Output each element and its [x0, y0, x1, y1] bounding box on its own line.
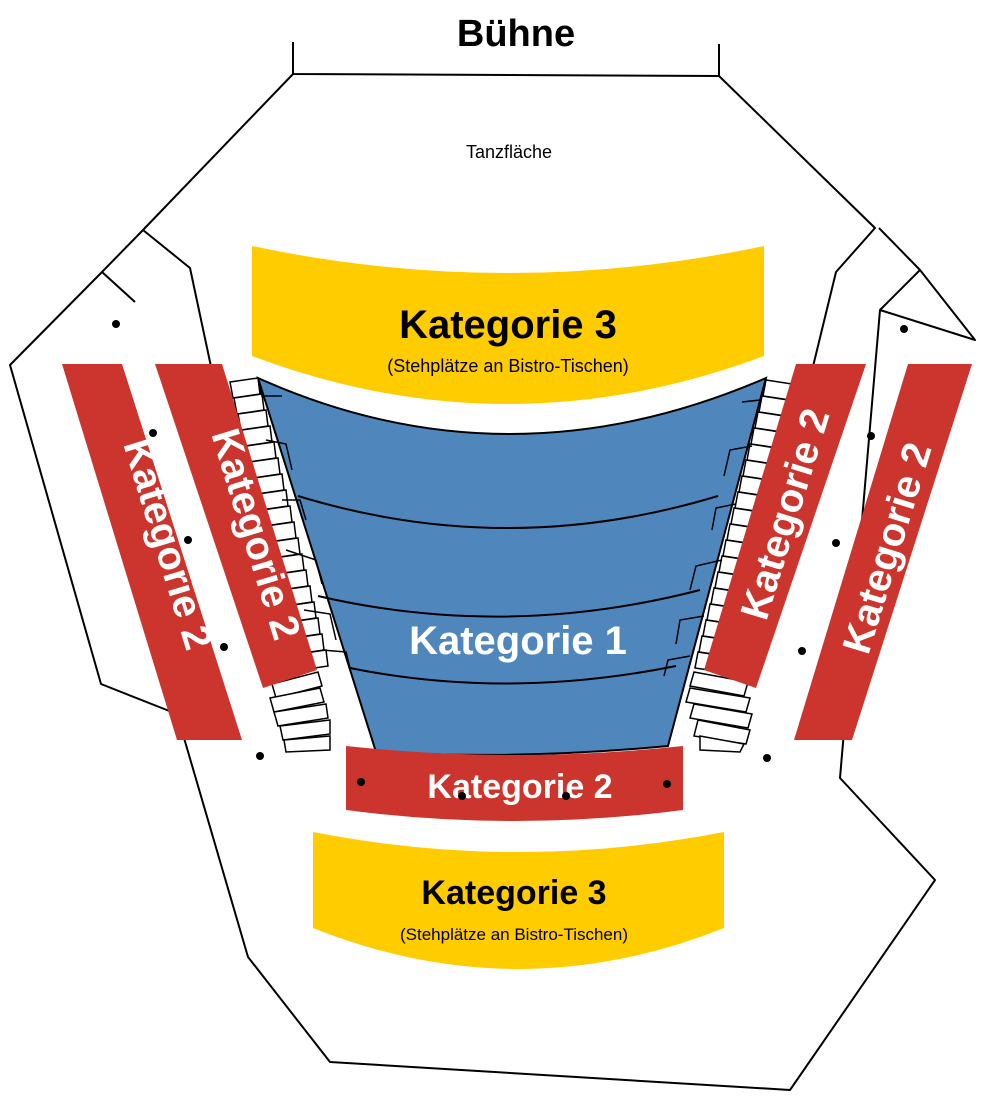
- section-cat3-front[interactable]: Kategorie 3 (Stehplätze an Bistro-Tische…: [252, 246, 764, 404]
- pillar-dot: [357, 778, 365, 786]
- cat3-front-label: Kategorie 3: [399, 303, 617, 347]
- cat2-rear-shape[interactable]: [346, 746, 683, 821]
- pillar-dot: [562, 792, 570, 800]
- pillar-dot: [458, 792, 466, 800]
- pillar-dot: [149, 429, 157, 437]
- cat2-right-inner-shape[interactable]: [704, 364, 866, 688]
- section-cat3-rear[interactable]: Kategorie 3 (Stehplätze an Bistro-Tische…: [313, 832, 724, 969]
- right-box-connectors: [663, 377, 767, 677]
- cat1-center-label: Kategorie 1: [409, 619, 627, 663]
- cat2-right-outer-shape[interactable]: [794, 364, 972, 740]
- cat3-rear-label: Kategorie 3: [421, 874, 606, 912]
- stage: [292, 42, 720, 78]
- left-box-connectors: [257, 377, 351, 669]
- cat2-left-outer-shape[interactable]: [62, 364, 242, 740]
- cat3-rear-note: (Stehplätze an Bistro-Tischen): [400, 925, 628, 944]
- pillar-dot: [900, 325, 908, 333]
- cat3-rear-shape[interactable]: [313, 832, 724, 969]
- pillar-dot: [256, 752, 264, 760]
- section-cat1-center[interactable]: Kategorie 1: [256, 376, 768, 756]
- pillar-dot: [832, 539, 840, 547]
- pillar-dot: [220, 643, 228, 651]
- cat3-front-note: (Stehplätze an Bistro-Tischen): [387, 356, 628, 376]
- cat1-row-dividers: [297, 495, 719, 685]
- pillar-dot: [184, 536, 192, 544]
- stage-label: Bühne: [457, 13, 575, 55]
- cat2-left-inner-shape[interactable]: [155, 364, 317, 688]
- pillar-dot: [763, 754, 771, 762]
- pillar-dot: [798, 647, 806, 655]
- pillar-dot: [112, 320, 120, 328]
- section-cat2-rear[interactable]: Kategorie 2: [346, 746, 683, 821]
- pillar-dot: [867, 432, 875, 440]
- pillar-dots: [112, 320, 908, 800]
- dance-floor-label: Tanzfläche: [466, 142, 552, 162]
- cat2-rear-label: Kategorie 2: [427, 768, 612, 806]
- cat3-front-shape[interactable]: [252, 246, 764, 404]
- pillar-dot: [663, 780, 671, 788]
